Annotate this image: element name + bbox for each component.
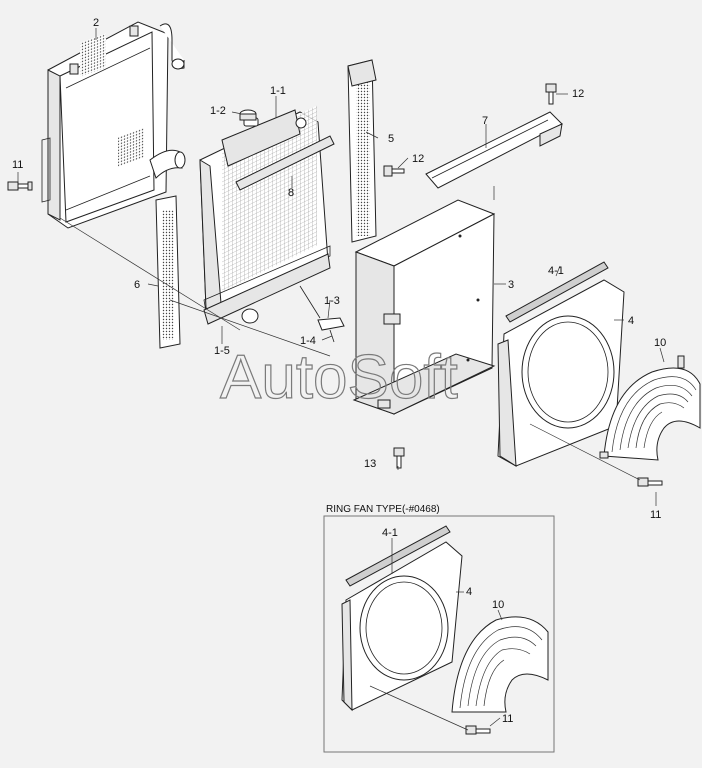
inset-callout-4: 4 (466, 586, 472, 598)
inset-callout-11: 11 (502, 713, 513, 725)
callout-12-upper: 12 (572, 88, 584, 100)
leader-lines (17, 28, 665, 506)
bolt-part-11-right (637, 477, 663, 487)
cooler-core-part (41, 21, 186, 229)
watermark-text: AutoSoft (220, 343, 458, 412)
callout-4: 4 (628, 315, 634, 327)
callout-5: 5 (388, 133, 394, 145)
bolt-part-12-upper (545, 83, 557, 105)
callout-2: 2 (93, 17, 99, 29)
callout-1-4: 1-4 (300, 335, 316, 347)
callout-labels: 2 1-1 1-2 5 7 12 12 11 8 6 1-3 1-4 1-5 3… (12, 17, 666, 725)
callout-11-right: 11 (650, 509, 661, 521)
callout-4-1: 4-1 (548, 265, 564, 277)
radiator-part (199, 105, 335, 325)
callout-8: 8 (288, 187, 294, 199)
fan-guard-part (599, 355, 701, 461)
shroud-seal-part (505, 261, 609, 323)
callout-11-left: 11 (12, 159, 23, 171)
drain-cock-part (299, 285, 345, 343)
callout-6: 6 (134, 279, 140, 291)
callout-7: 7 (482, 115, 488, 127)
inset-panel (323, 515, 555, 753)
callout-1-3: 1-3 (324, 295, 340, 307)
inset-fan-guard-part (451, 616, 549, 713)
callout-10: 10 (654, 337, 666, 349)
callout-12-mid: 12 (412, 153, 424, 165)
callout-1-2: 1-2 (210, 105, 226, 117)
fan-shroud-part (497, 279, 625, 467)
seal-strip-part-2 (347, 59, 377, 243)
bolt-part-12-mid (383, 165, 405, 177)
inset-bolt-part (465, 725, 491, 735)
inset-callout-10: 10 (492, 599, 504, 611)
inset-callout-4-1: 4-1 (382, 527, 398, 539)
radiator-cap-part (239, 109, 257, 121)
shroud-frame-part (352, 199, 496, 415)
seal-strip-part (155, 195, 181, 349)
bolt-part-11-left (7, 181, 33, 191)
cover-plate-part (425, 111, 563, 189)
callout-1-5: 1-5 (214, 345, 230, 357)
callout-3: 3 (508, 279, 514, 291)
callout-1-1: 1-1 (270, 85, 286, 97)
inset-title: RING FAN TYPE(-#0468) (326, 504, 440, 515)
inset-seal-part (345, 525, 451, 587)
hose-part (241, 308, 259, 324)
callout-13: 13 (364, 458, 376, 470)
bolt-part-13 (393, 447, 405, 469)
